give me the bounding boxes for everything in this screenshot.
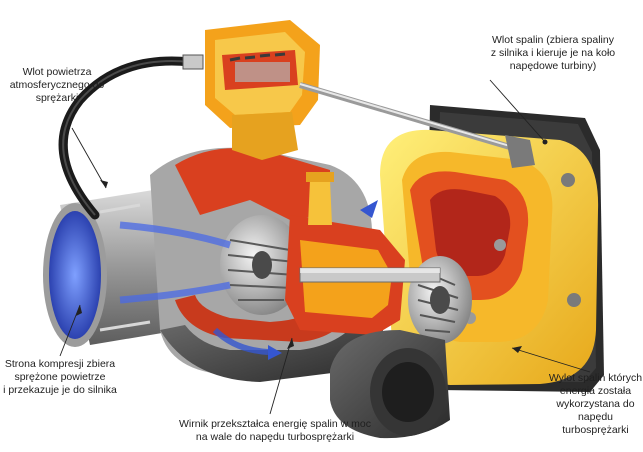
exhaust-outlet-pipe bbox=[330, 330, 450, 439]
actuator-rod bbox=[299, 82, 535, 168]
center-bearing-housing bbox=[285, 172, 441, 335]
compressor-wheel bbox=[220, 215, 304, 315]
turbine-wheel-label: Wirnik przekształca energię spalin w moc… bbox=[179, 418, 371, 443]
exhaust-inlet-label: Wlot spalin (zbiera spaliny z silnika i … bbox=[490, 34, 616, 72]
vacuum-hose bbox=[58, 54, 204, 220]
wastegate-actuator bbox=[205, 20, 320, 160]
exhaust-outlet-label: Wylot spalin których energia została wyk… bbox=[548, 372, 643, 436]
leader-lines bbox=[59, 79, 591, 415]
blue-air-flow bbox=[119, 200, 378, 360]
air-intake-label: Wlot powietrza atmosferycznego do spręża… bbox=[9, 66, 105, 104]
compressor-side-label: Strona kompresji zbiera sprężone powietr… bbox=[3, 358, 117, 396]
